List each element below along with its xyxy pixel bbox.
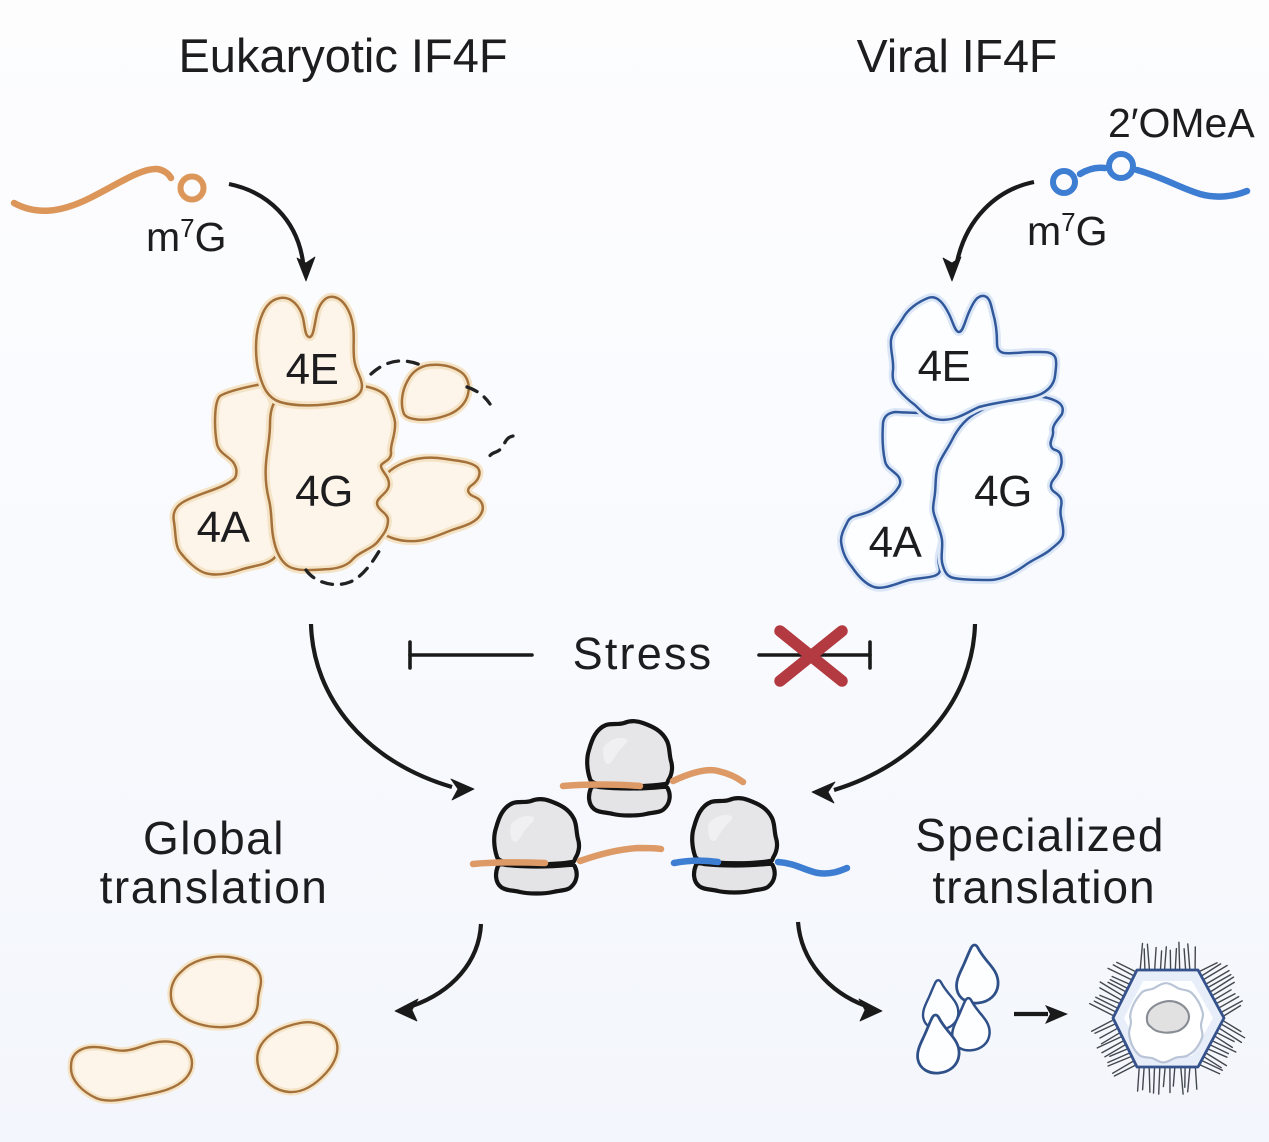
svg-text:4E: 4E xyxy=(286,345,339,394)
svg-text:4G: 4G xyxy=(974,467,1032,516)
svg-text:2′OMeA: 2′OMeA xyxy=(1108,100,1255,146)
svg-text:translation: translation xyxy=(100,861,329,913)
svg-text:4A: 4A xyxy=(197,503,251,552)
svg-text:4G: 4G xyxy=(295,467,353,516)
svg-text:Viral IF4F: Viral IF4F xyxy=(857,30,1058,82)
svg-text:translation: translation xyxy=(932,861,1155,913)
svg-text:Eukaryotic IF4F: Eukaryotic IF4F xyxy=(178,29,507,82)
svg-text:4E: 4E xyxy=(918,342,971,391)
svg-text:Stress: Stress xyxy=(573,628,714,679)
svg-text:4A: 4A xyxy=(869,518,923,567)
svg-text:Global: Global xyxy=(143,812,285,864)
svg-text:Specialized: Specialized xyxy=(915,809,1165,861)
